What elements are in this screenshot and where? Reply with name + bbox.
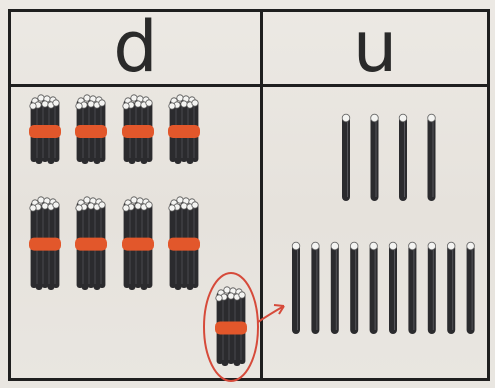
- bundle-of-ten-sticks-icon: [75, 197, 107, 290]
- single-stick-icon: [311, 242, 319, 334]
- bundle-of-ten-sticks-icon: [29, 95, 61, 164]
- single-stick-icon: [292, 242, 300, 334]
- single-stick-icon: [342, 114, 350, 201]
- single-stick-icon: [371, 114, 379, 201]
- bundle-of-ten-sticks-icon: [122, 197, 154, 290]
- arrow-icon: [258, 305, 284, 322]
- single-stick-icon: [331, 242, 339, 334]
- single-stick-icon: [399, 114, 407, 201]
- single-stick-icon: [467, 242, 475, 334]
- bundle-of-ten-sticks-icon: [168, 95, 200, 164]
- single-stick-icon: [447, 242, 455, 334]
- single-stick-icon: [428, 242, 436, 334]
- bundle-of-ten-sticks-icon: [29, 197, 61, 290]
- single-stick-icon: [370, 242, 378, 334]
- single-stick-icon: [428, 114, 436, 201]
- single-stick-icon: [389, 242, 397, 334]
- single-stick-icon: [408, 242, 416, 334]
- bundle-of-ten-sticks-icon: [122, 95, 154, 164]
- bundle-of-ten-sticks-icon: [168, 197, 200, 290]
- single-stick-icon: [350, 242, 358, 334]
- bundle-of-ten-sticks-icon: [75, 95, 107, 164]
- bundle-of-ten-sticks-icon: [215, 287, 247, 366]
